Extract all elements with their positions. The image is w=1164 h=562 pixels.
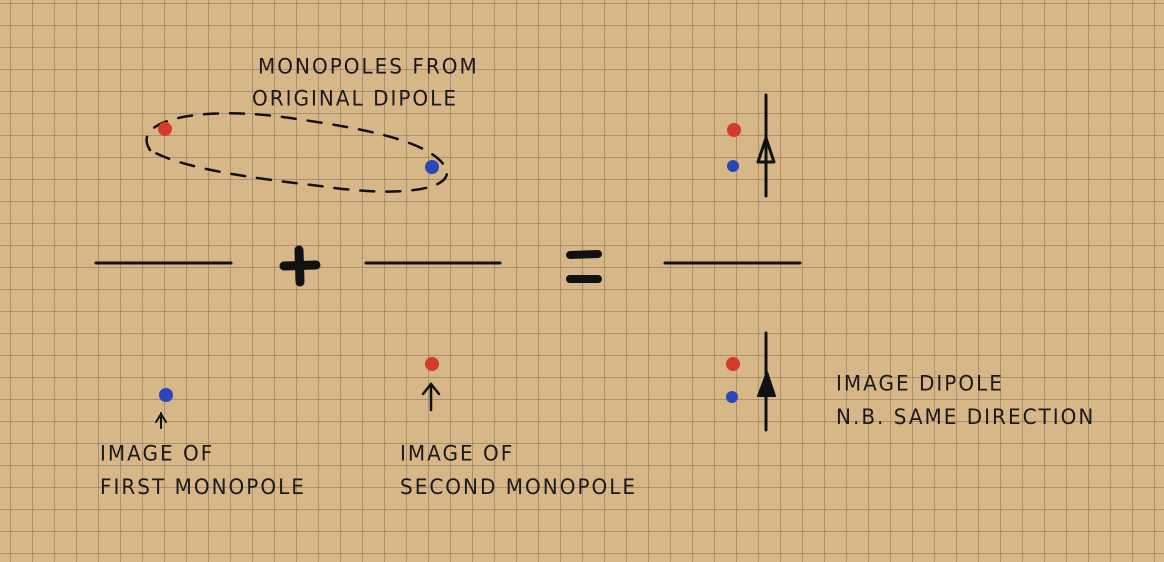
image-second-monopole-charge (425, 357, 439, 371)
equals-sign (566, 250, 602, 283)
original-dipole-label: original dipole (252, 81, 458, 115)
original-negative-charge (425, 160, 439, 174)
image-dipole-label-line2: N.B. same direction (836, 404, 1096, 430)
image-second-label-line2: second monopole (400, 474, 638, 500)
top-dipole-arrow (756, 93, 776, 198)
image-first-monopole-arrow (155, 412, 167, 429)
top-dipole-negative-charge (727, 160, 739, 172)
original-dipole-outline (145, 112, 449, 193)
image-second-monopole-label: Image of second monopole (400, 436, 637, 503)
image-second-monopole-arrow (421, 381, 441, 412)
top-dipole-positive-charge (727, 123, 741, 137)
image-first-label-line1: Image of (100, 440, 215, 466)
image-dipole-negative-charge (726, 391, 738, 403)
monopoles-label: Monopoles from (258, 49, 479, 83)
image-second-label-line1: Image of (400, 440, 515, 466)
image-dipole-positive-charge (726, 357, 740, 371)
plus-sign (279, 245, 321, 287)
image-dipole-label: Image dipole N.B. same direction (836, 366, 1095, 433)
image-first-monopole-label: Image of first monopole (100, 436, 306, 503)
image-dipole-label-line1: Image dipole (836, 370, 1004, 396)
image-dipole-arrow (757, 331, 776, 432)
monopoles-label-line2: original dipole (252, 85, 458, 111)
image-first-monopole-charge (159, 388, 173, 402)
image-first-label-line2: first monopole (100, 474, 306, 500)
original-positive-charge (158, 122, 172, 136)
monopoles-label-line1: Monopoles from (258, 53, 479, 79)
